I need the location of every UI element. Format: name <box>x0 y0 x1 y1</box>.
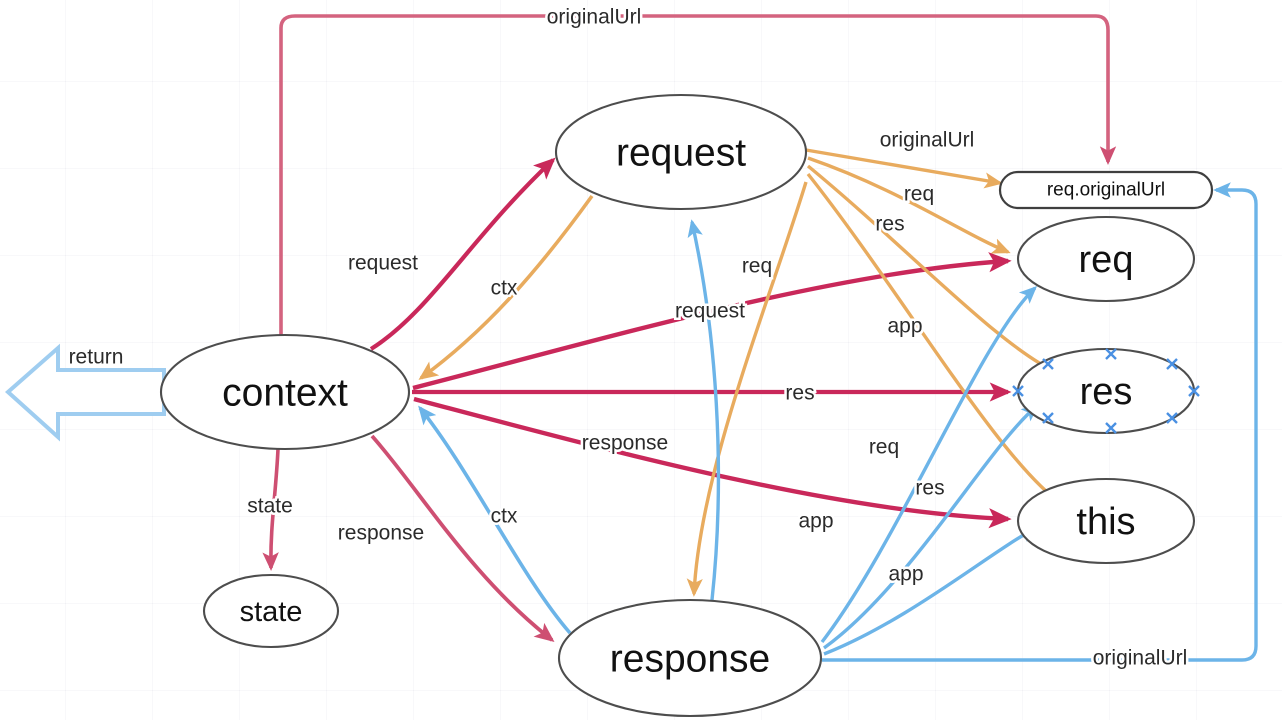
edge-label-ctx-res: res <box>785 382 814 405</box>
edge-path <box>806 172 1065 506</box>
edge-req-req[interactable] <box>807 156 1011 254</box>
edge-req-ctx[interactable] <box>418 194 594 380</box>
node-shape <box>554 93 808 211</box>
edge-path <box>687 219 721 601</box>
handle-se[interactable] <box>1166 412 1178 424</box>
handle-s[interactable] <box>1105 422 1117 434</box>
selection-handles[interactable] <box>1012 348 1200 434</box>
handle-e[interactable] <box>1188 385 1200 397</box>
edge-resp-req[interactable] <box>820 286 1038 644</box>
edge-path <box>262 448 280 571</box>
edge-path <box>805 148 1003 189</box>
return-block-arrow[interactable] <box>4 343 166 442</box>
edge-path <box>418 194 594 380</box>
handle-nw[interactable] <box>1042 358 1054 370</box>
edge-label-ctx-request: request <box>348 252 418 275</box>
node-layer: context request response state req <box>159 93 1214 718</box>
edge-ctx-originalurl-top[interactable] <box>279 14 1117 338</box>
edge-path <box>418 405 572 635</box>
node-label: res <box>1080 371 1133 413</box>
edge-resp-res[interactable] <box>823 404 1040 650</box>
edge-resp-originalurl[interactable] <box>822 182 1258 662</box>
node-shape <box>1016 215 1196 303</box>
edge-path <box>686 181 808 597</box>
edge-label-originalurl-top: originalUrl <box>547 6 642 29</box>
node-label: response <box>610 638 770 681</box>
edge-path <box>807 156 1011 254</box>
edge-label-resp-originalurl: originalUrl <box>1093 647 1188 670</box>
return-arrow-label: return <box>69 346 124 369</box>
edge-path <box>823 526 1039 656</box>
edge-label-ctx-state: state <box>247 495 293 518</box>
edge-ctx-request[interactable] <box>369 157 556 351</box>
node-response[interactable]: response <box>557 598 823 718</box>
node-label: this <box>1076 501 1135 543</box>
edge-label-req-response: response <box>582 432 668 455</box>
edge-label-resp-ctx: ctx <box>491 505 518 528</box>
edge-path <box>823 404 1040 650</box>
edge-path <box>822 182 1258 662</box>
block-arrow-shape <box>4 343 166 442</box>
edge-ctx-response[interactable] <box>370 434 555 642</box>
edge-resp-ctx[interactable] <box>418 405 572 635</box>
edge-label-ctx-response: response <box>338 522 424 545</box>
edge-label-req-res: res <box>875 213 904 236</box>
edge-ctx-req[interactable] <box>412 252 1012 391</box>
edge-label-layer: originalUrl request ctx req res app stat… <box>66 3 1190 672</box>
node-label: request <box>616 132 746 175</box>
node-this[interactable]: this <box>1016 477 1196 565</box>
edge-path <box>370 434 555 642</box>
edge-layer <box>262 14 1258 662</box>
edge-req-response[interactable] <box>686 181 808 597</box>
edge-path <box>279 14 1117 338</box>
edge-label-resp-request: request <box>675 300 745 323</box>
edge-label-req-req: req <box>904 183 934 206</box>
node-shape <box>202 573 340 649</box>
edge-ctx-this-app[interactable] <box>413 396 1012 529</box>
node-req-originalurl[interactable]: req.originalUrl <box>998 170 1214 210</box>
edge-label-req-originalurl: originalUrl <box>880 129 975 152</box>
edge-path <box>412 252 1012 391</box>
edge-label-resp-req: req <box>869 436 899 459</box>
node-shape <box>557 598 823 718</box>
edge-label-resp-res: res <box>915 477 944 500</box>
node-label: req.originalUrl <box>1047 180 1165 201</box>
handle-w[interactable] <box>1012 385 1024 397</box>
node-res[interactable]: res <box>1012 347 1200 435</box>
edge-label-ctx-this-app: app <box>798 510 833 533</box>
node-label: context <box>222 372 348 415</box>
edge-resp-request[interactable] <box>687 219 721 601</box>
edge-path <box>369 157 556 351</box>
edge-req-this-app[interactable] <box>806 172 1065 506</box>
node-context[interactable]: context <box>159 333 411 451</box>
edge-ctx-state[interactable] <box>262 448 280 571</box>
edge-label-req-ctx: ctx <box>491 277 518 300</box>
edge-path <box>820 286 1038 644</box>
edge-label-resp-this-app: app <box>888 563 923 586</box>
node-shape <box>998 170 1214 210</box>
handle-n[interactable] <box>1105 348 1117 360</box>
node-shape <box>1016 477 1196 565</box>
node-label: req <box>1079 239 1134 281</box>
node-state[interactable]: state <box>202 573 340 649</box>
node-request[interactable]: request <box>554 93 808 211</box>
handle-sw[interactable] <box>1042 412 1054 424</box>
edge-path <box>806 164 1063 376</box>
edge-resp-this-app[interactable] <box>823 526 1039 656</box>
handle-ne[interactable] <box>1166 358 1178 370</box>
edge-label-ctx-req: req <box>742 255 772 278</box>
node-label: state <box>240 596 303 628</box>
node-shape <box>159 333 411 451</box>
node-req[interactable]: req <box>1016 215 1196 303</box>
edge-path <box>413 396 1012 529</box>
edge-req-res[interactable] <box>806 164 1063 376</box>
edge-label-req-this-app: app <box>887 315 922 338</box>
edge-req-originalurl[interactable] <box>805 148 1003 189</box>
